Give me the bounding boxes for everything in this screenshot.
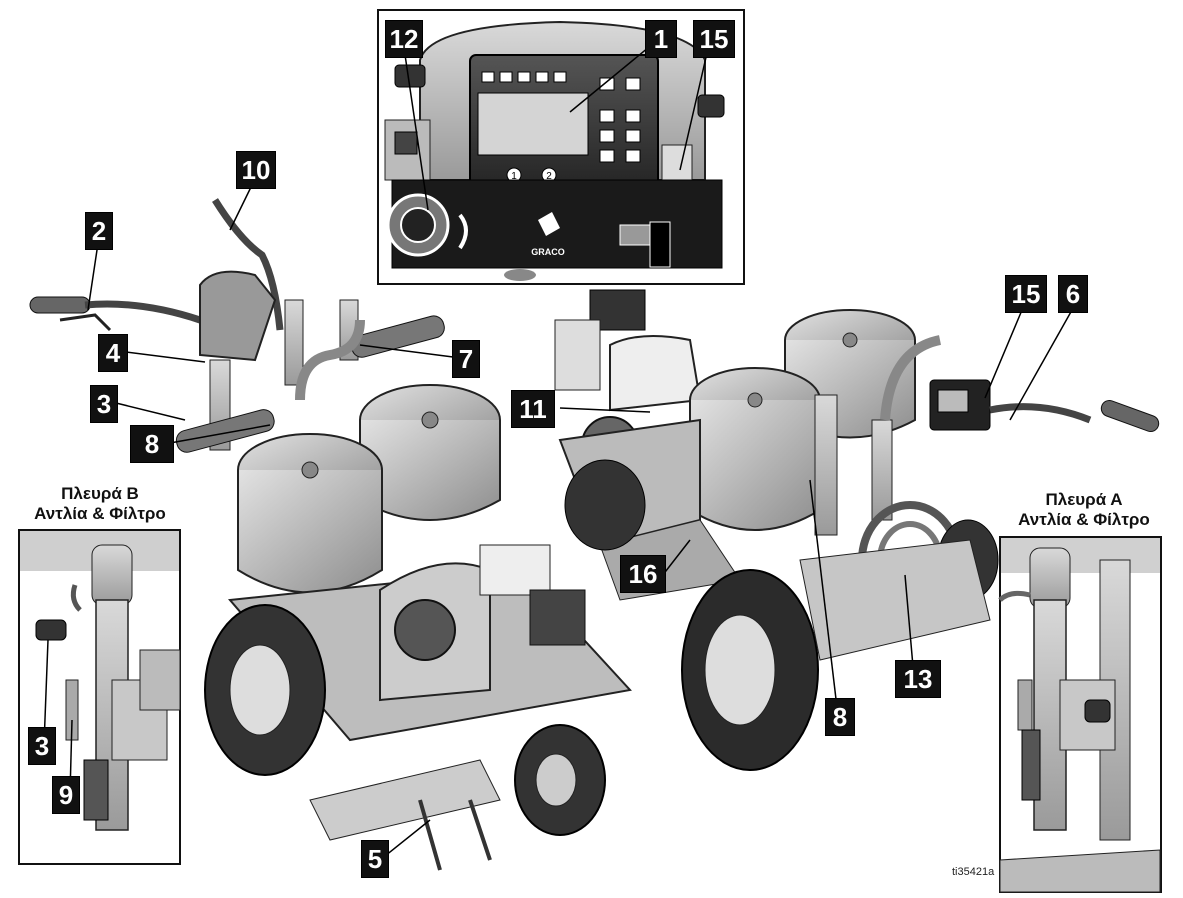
- callout-5: 5: [361, 840, 389, 878]
- display-key-1: 1: [511, 171, 517, 182]
- callout-15-right: 15: [1005, 275, 1047, 313]
- callout-3-main: 3: [90, 385, 118, 423]
- callout-7: 7: [452, 340, 480, 378]
- side-b-title: Πλευρά Β Αντλία & Φίλτρο: [0, 484, 200, 524]
- callout-15-top: 15: [693, 20, 735, 58]
- side-b-title-line1: Πλευρά Β: [61, 484, 139, 503]
- callout-13: 13: [895, 660, 941, 698]
- graco-logo-text: GRACO: [531, 247, 565, 257]
- callout-12: 8: [130, 425, 174, 463]
- callout-6: 6: [1058, 275, 1088, 313]
- side-a-title-line2: Αντλία & Φίλτρο: [1018, 510, 1150, 529]
- callout-8-main: 8: [825, 698, 855, 736]
- callout-3-inset: 3: [28, 727, 56, 765]
- side-a-inset: [998, 536, 1162, 893]
- callout-1: 1: [645, 20, 677, 58]
- callout-11: 11: [511, 390, 555, 428]
- side-b-inset: [18, 529, 181, 865]
- figure-id: ti35421a: [952, 866, 995, 878]
- left-machine: [29, 184, 632, 871]
- callout-8-inset: 9: [52, 776, 80, 814]
- callout-2: 2: [85, 212, 113, 250]
- side-a-title: Πλευρά Α Αντλία & Φίλτρο: [985, 490, 1183, 530]
- side-a-title-line1: Πλευρά Α: [1045, 490, 1123, 509]
- side-b-title-line2: Αντλία & Φίλτρο: [34, 504, 166, 523]
- right-machine: [554, 289, 1160, 771]
- callout-9: 12: [385, 20, 423, 58]
- display-key-buttons: [481, 71, 641, 163]
- callout-16: 16: [620, 555, 666, 593]
- callout-10: 10: [236, 151, 276, 189]
- control-panel-inset: 1 2 GRACO: [377, 9, 745, 285]
- display-key-2: 2: [546, 171, 552, 182]
- callout-4: 4: [98, 334, 128, 372]
